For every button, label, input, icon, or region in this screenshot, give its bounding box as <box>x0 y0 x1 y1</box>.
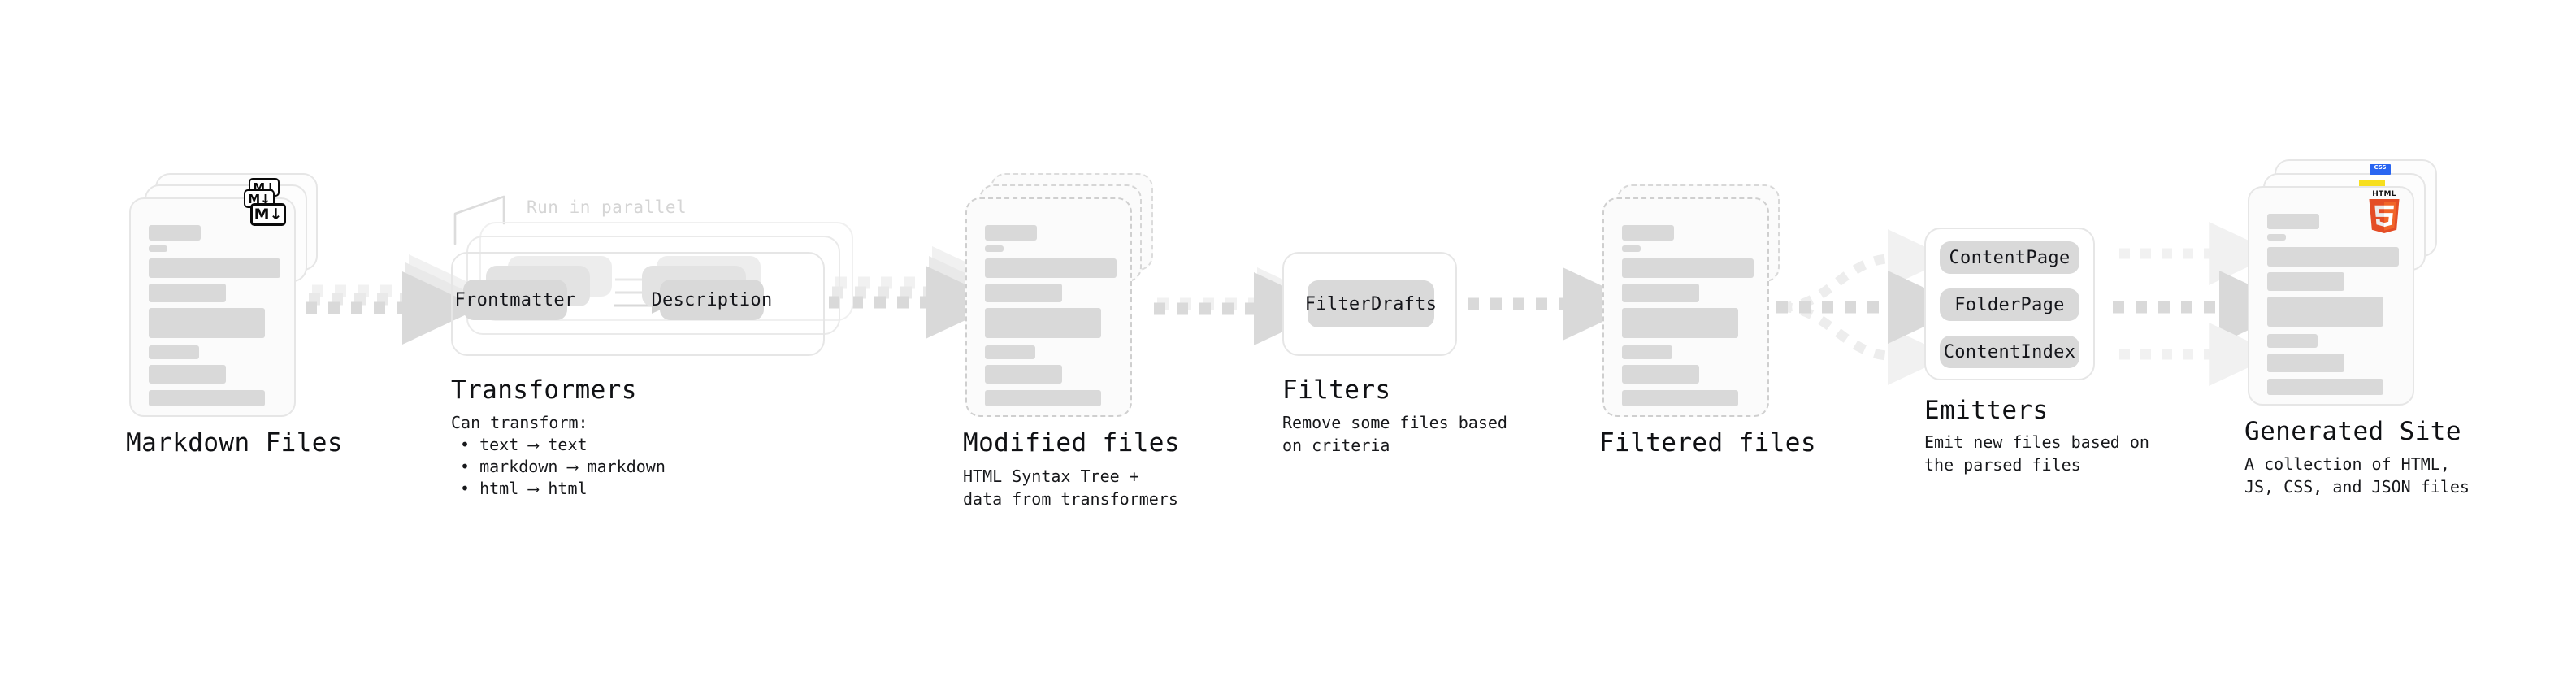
css-badge: CSS <box>2370 164 2391 175</box>
transformers-caption-head: Can transform: <box>451 413 588 432</box>
generated-site-caption: A collection of HTML, JS, CSS, and JSON … <box>2244 454 2470 497</box>
skeleton-line-4 <box>2267 334 2318 348</box>
skeleton-line-1 <box>985 258 1117 278</box>
skeleton-line-2 <box>149 284 226 302</box>
folderpage-pill-label: FolderPage <box>1954 294 2065 315</box>
skeleton-title <box>149 225 201 241</box>
skeleton-line-5 <box>985 365 1062 384</box>
contentindex-pill-label: ContentIndex <box>1943 341 2076 362</box>
filters-caption: Remove some files based on criteria <box>1282 413 1507 455</box>
arrow-emitters-to-generated <box>2113 222 2297 386</box>
skeleton-line-2 <box>985 284 1062 302</box>
contentpage-pill-label: ContentPage <box>1949 247 2071 268</box>
modified-files-label: Modified files <box>963 428 1180 458</box>
filtered-card-front <box>1602 197 1769 417</box>
skeleton-line-1 <box>149 258 280 278</box>
filterdrafts-pill[interactable]: FilterDrafts <box>1305 280 1437 327</box>
skeleton-title <box>1622 225 1674 241</box>
skeleton-line-3 <box>2267 297 2383 327</box>
transformers-layer-front <box>451 252 825 356</box>
skeleton-line-4 <box>149 345 199 359</box>
skeleton-line-5 <box>1622 365 1699 384</box>
arrow-markdown-to-transformers <box>306 254 487 345</box>
filters-label: Filters <box>1282 375 1391 405</box>
generated-card-front <box>2248 186 2414 406</box>
html5-shield-icon <box>2369 199 2400 233</box>
markdown-badge-front: M↓ <box>250 203 286 226</box>
markdown-card-front <box>129 197 296 417</box>
skeleton-line-4 <box>1622 345 1672 359</box>
frontmatter-pill-label: Frontmatter <box>454 289 576 310</box>
transformers-bullet-2: • markdown ⟶ markdown <box>460 457 666 476</box>
transformers-layer-back-2 <box>479 222 853 321</box>
skeleton-line-5 <box>2267 354 2344 372</box>
skeleton-line-6 <box>2267 379 2383 395</box>
markdown-badge-text: M <box>254 206 270 223</box>
generated-site-label: Generated Site <box>2244 417 2461 446</box>
modified-card-front <box>965 197 1132 417</box>
description-pill-label: Description <box>651 289 773 310</box>
skeleton-line-1 <box>2267 247 2399 267</box>
markdown-files-label: Markdown Files <box>126 428 343 458</box>
transformers-bullet-1: • text ⟶ text <box>460 435 588 454</box>
emitters-label: Emitters <box>1924 396 2049 425</box>
skeleton-line-6 <box>149 390 265 406</box>
skeleton-line-6 <box>985 390 1101 406</box>
filterdrafts-pill-label: FilterDrafts <box>1304 293 1438 314</box>
skeleton-sub <box>1622 245 1641 252</box>
markdown-badge-arrow-icon: ↓ <box>260 191 271 206</box>
skeleton-line-3 <box>985 308 1101 338</box>
description-pill[interactable]: Description <box>652 280 772 320</box>
markdown-badge-text: M <box>248 191 261 206</box>
skeleton-sub <box>2267 234 2286 241</box>
skeleton-line-5 <box>149 365 226 384</box>
skeleton-line-2 <box>1622 284 1699 302</box>
skeleton-line-1 <box>1622 258 1754 278</box>
filtered-files-label: Filtered files <box>1599 428 1816 458</box>
skeleton-sub <box>149 245 167 252</box>
skeleton-line-6 <box>1622 390 1738 406</box>
frontmatter-pill[interactable]: Frontmatter <box>455 280 575 320</box>
html5-badge: HTML <box>2367 190 2401 233</box>
transformers-bullet-3: • html ⟶ html <box>460 479 588 498</box>
html5-badge-wordmark: HTML <box>2372 190 2396 198</box>
contentindex-pill[interactable]: ContentIndex <box>1940 336 2079 368</box>
transformers-label: Transformers <box>451 375 637 405</box>
modified-files-caption: HTML Syntax Tree + data from transformer… <box>963 466 1178 509</box>
skeleton-title <box>985 225 1037 241</box>
folderpage-pill[interactable]: FolderPage <box>1940 288 2079 321</box>
skeleton-title <box>2267 214 2319 229</box>
emitters-caption: Emit new files based on the parsed files <box>1924 432 2149 475</box>
arrow-modified-to-filters <box>1154 267 1335 345</box>
skeleton-sub <box>985 245 1004 252</box>
skeleton-line-4 <box>985 345 1035 359</box>
run-in-parallel-note: Run in parallel <box>527 197 687 217</box>
skeleton-line-3 <box>1622 308 1738 338</box>
css-badge-label: CSS <box>2374 164 2387 171</box>
skeleton-line-3 <box>149 308 265 338</box>
skeleton-line-2 <box>2267 272 2344 291</box>
contentpage-pill[interactable]: ContentPage <box>1940 241 2079 274</box>
arrow-filtered-to-emitters <box>1776 229 1966 385</box>
markdown-badge-arrow-icon: ↓ <box>269 206 283 223</box>
